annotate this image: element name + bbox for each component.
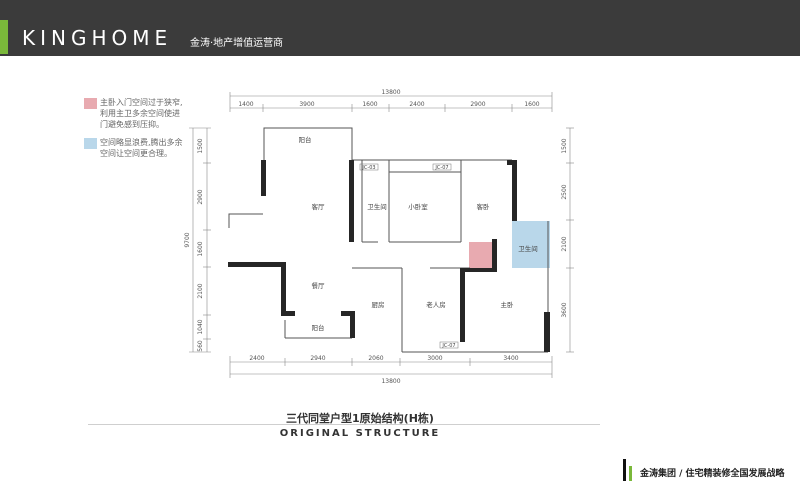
footer-accent (629, 466, 632, 481)
header-bar: KINGHOME 金涛·地产增值运营商 (0, 0, 800, 56)
room-balcony-top: 阳台 (299, 135, 312, 144)
caption-english: ORIGINAL STRUCTURE (279, 428, 441, 439)
room-bath-1: 卫生间 (367, 202, 387, 211)
mark-label: JC-07 (434, 165, 448, 171)
room-balcony-bottom: 阳台 (312, 323, 325, 332)
footer-text: 金涛集团 / 住宅精装修全国发展战略 (640, 469, 785, 479)
dim-left: 1040 (197, 319, 204, 334)
dim-right: 1500 (561, 138, 568, 153)
room-living: 客厅 (312, 202, 326, 211)
room-dining: 餐厅 (312, 281, 326, 290)
legend-line: 空间让空间更合理。 (100, 149, 172, 158)
room-master-bedroom: 主卧 (501, 300, 515, 309)
dim-right: 2500 (561, 184, 568, 199)
dim-bottom: 2400 (249, 355, 264, 362)
legend-swatch-blue (84, 138, 97, 149)
room-small-bedroom: 小卧室 (408, 202, 428, 211)
dim-left: 2900 (197, 189, 204, 204)
dim-top: 2900 (470, 101, 485, 108)
dim-top: 3900 (299, 101, 314, 108)
dim-bottom: 3400 (503, 355, 518, 362)
legend-text-blue: 空间略显浪费,腾出多余 空间让空间更合理。 (100, 137, 183, 159)
dim-left: 1600 (197, 241, 204, 256)
dim-bottom-total: 13800 (381, 378, 400, 385)
legend-line: 主卧入门空间过于狭窄, (100, 98, 183, 107)
thick-walls (228, 160, 550, 352)
highlight-pink (469, 242, 494, 268)
dim-top: 2400 (409, 101, 424, 108)
dim-bottom: 2940 (310, 355, 325, 362)
brand-tagline: 金涛·地产增值运营商 (190, 38, 284, 49)
room-bath-2: 卫生间 (518, 244, 538, 253)
legend-line: 空间略显浪费,腾出多余 (100, 138, 183, 147)
dim-right: 2100 (561, 236, 568, 251)
dim-top: 1400 (238, 101, 253, 108)
dim-left-total: 9700 (184, 232, 191, 247)
dim-top-total: 13800 (381, 89, 400, 96)
room-elder-bedroom: 老人房 (426, 300, 446, 309)
legend-text-pink: 主卧入门空间过于狭窄, 利用主卫多余空间使进 门避免感到压抑。 (100, 97, 183, 130)
caption-divider (88, 424, 600, 425)
footer-bar (623, 459, 626, 481)
dim-left: 2100 (197, 283, 204, 298)
caption-chinese: 三代同堂户型1原始结构(H栋) (286, 412, 434, 425)
dim-left: 1500 (197, 138, 204, 153)
legend-line: 门避免感到压抑。 (100, 120, 164, 129)
thin-walls (228, 127, 549, 353)
dim-bottom: 2060 (368, 355, 383, 362)
dim-left: 560 (197, 340, 204, 352)
room-guest-bedroom: 客卧 (477, 202, 491, 211)
dim-right: 3600 (561, 302, 568, 317)
dim-bottom: 3000 (427, 355, 442, 362)
mark-label: JC-07 (441, 343, 455, 349)
legend-line: 利用主卫多余空间使进 (100, 109, 180, 118)
header-accent (0, 20, 8, 54)
highlight-blue (512, 221, 550, 268)
dim-top: 1600 (362, 101, 377, 108)
legend-swatch-pink (84, 98, 97, 109)
mark-label: JC-03 (361, 165, 375, 171)
dimension-lines (189, 92, 574, 378)
room-kitchen: 厨房 (372, 300, 385, 309)
brand-logo: KINGHOME (22, 26, 173, 50)
dim-top: 1600 (524, 101, 539, 108)
